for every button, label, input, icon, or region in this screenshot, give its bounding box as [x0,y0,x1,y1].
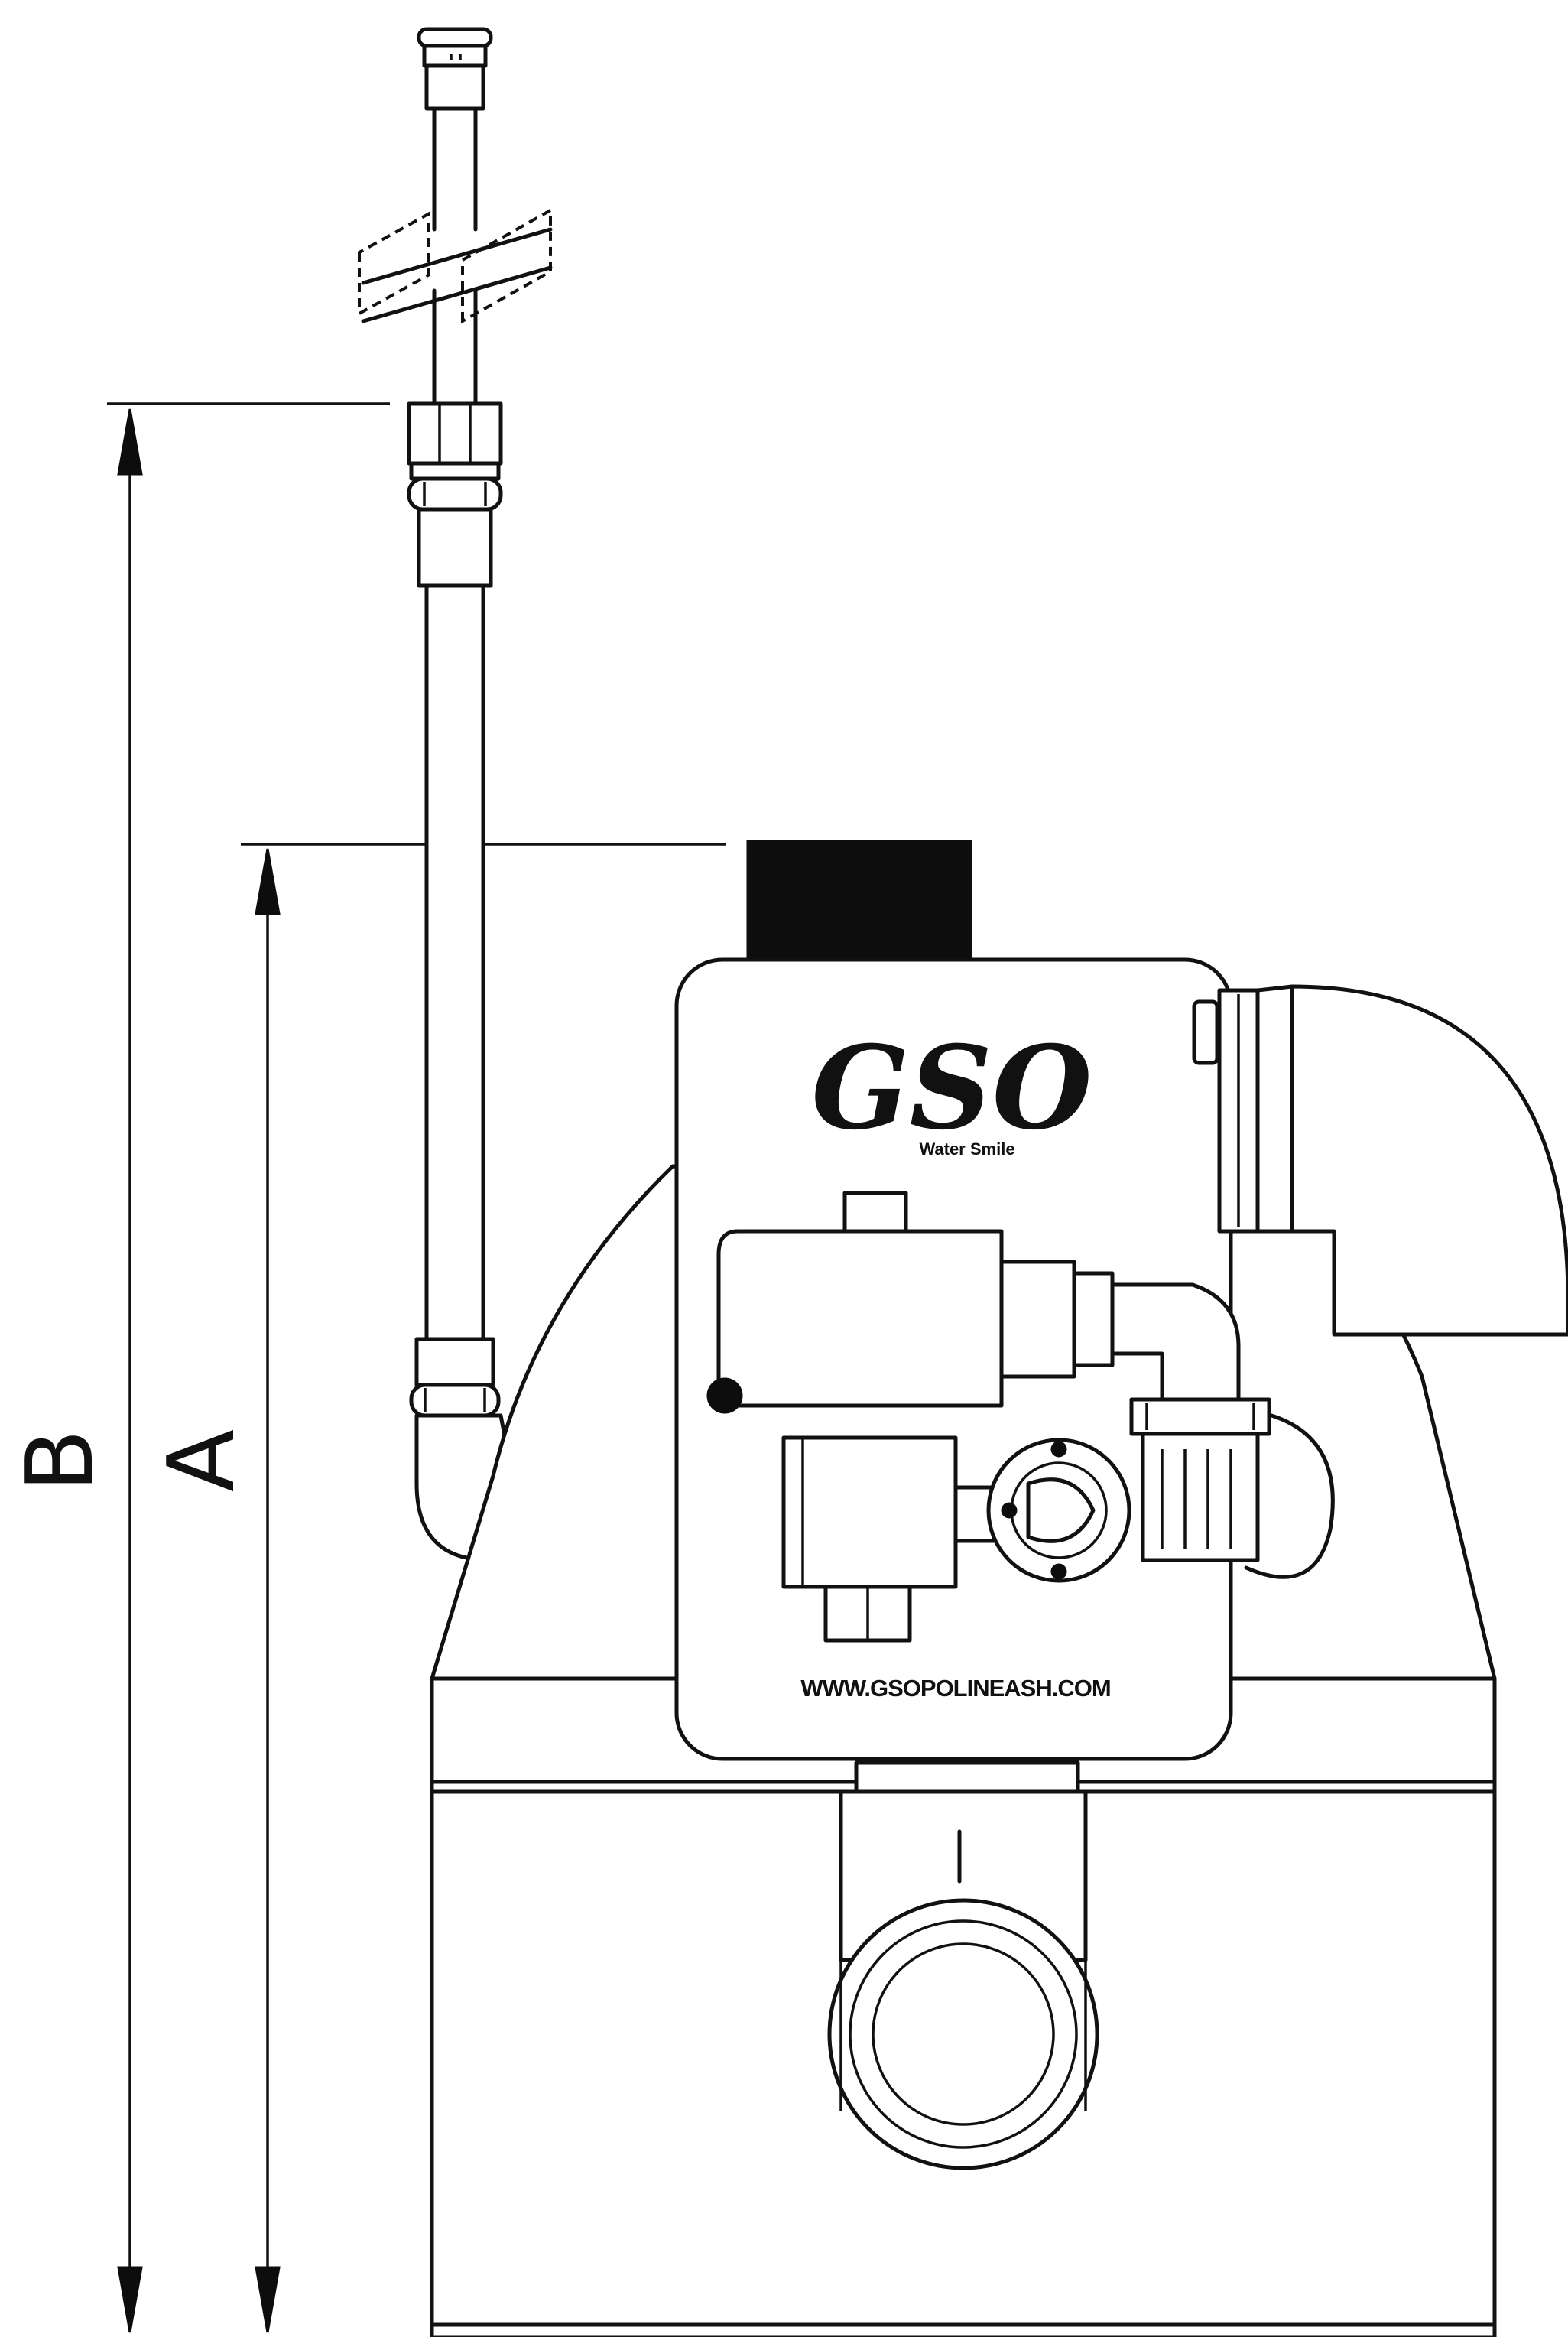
brand-logo: GSO [811,1021,1092,1155]
outlet-valve [827,1789,1099,2170]
solenoid-valve [706,1191,1241,1643]
dimension-b: B [8,402,390,2333]
side-outlet-elbow [1192,984,1568,1337]
flow-regulator [953,1438,1131,1583]
pipe-break-symbol [358,207,553,324]
hose-assembly [358,27,553,1562]
top-cap [746,840,972,965]
inline-filter [1129,1397,1335,1579]
dimension-b-label: B [8,1429,114,1492]
brand-tagline: Water Smile [919,1139,1014,1159]
dimension-a-label: A [149,1429,255,1492]
dimension-a: A [149,843,726,2333]
website-url: WWW.GSOPOLINEASH.COM [800,1675,1110,1702]
